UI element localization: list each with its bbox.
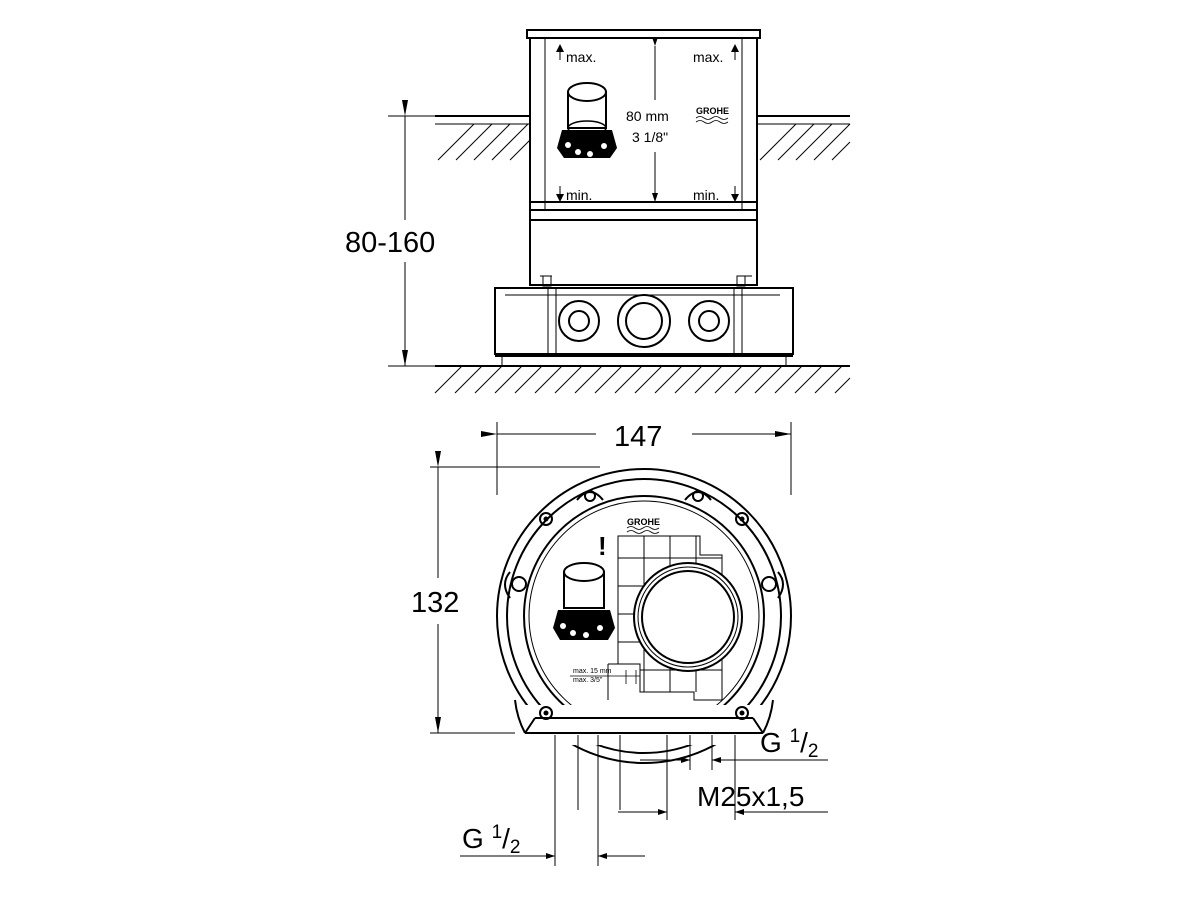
metric-thread-dimension: M25x1,5 (618, 781, 828, 815)
width-dimension: 147 (481, 421, 792, 495)
mounting-box: max. max. min. min. 80 mm 3 1/8" GROHE (526, 29, 761, 211)
connection-extension-lines (554, 735, 736, 866)
cap-icon (557, 82, 617, 158)
valve-body-side (494, 209, 794, 367)
max-15mm-callout: max. 15 mm max. 3/5" (570, 668, 640, 684)
depth-dimension: 132 (411, 451, 600, 734)
grohe-logo-top: GROHE (627, 517, 660, 527)
central-outlet (633, 562, 743, 672)
depth-inch-label: 3 1/8" (632, 129, 668, 145)
width-label-147: 147 (614, 421, 662, 453)
cap-icon-top (553, 562, 615, 640)
depth-mm-label: 80 mm (626, 108, 669, 124)
left-g-half-dimension: G 1/2 (460, 822, 645, 859)
max-mm-label: max. 15 mm (573, 668, 612, 675)
max-label-right: max. (693, 49, 723, 65)
height-label-80-160: 80-160 (345, 227, 435, 259)
max-label-left: max. (566, 49, 596, 65)
height-dimension-side: 80-160 (345, 100, 435, 367)
depth-label-132: 132 (411, 587, 459, 619)
side-view: max. max. min. min. 80 mm 3 1/8" GROHE (345, 29, 851, 394)
metric-thread-label: M25x1,5 (697, 781, 804, 812)
right-g-half-dimension: G 1/2 (640, 726, 828, 763)
min-label-left: min. (566, 187, 592, 203)
floor-surface-lower (434, 365, 851, 394)
left-thread-label: G 1/2 (462, 822, 521, 858)
min-label-right: min. (693, 187, 719, 203)
top-view: 147 132 (411, 421, 828, 866)
warning-mark: ! (598, 531, 607, 561)
right-thread-label: G 1/2 (760, 726, 819, 762)
wall-surface-upper (435, 115, 851, 161)
max-inch-label: max. 3/5" (573, 677, 603, 684)
grohe-logo: GROHE (696, 106, 729, 116)
valve-body-top (496, 468, 792, 764)
